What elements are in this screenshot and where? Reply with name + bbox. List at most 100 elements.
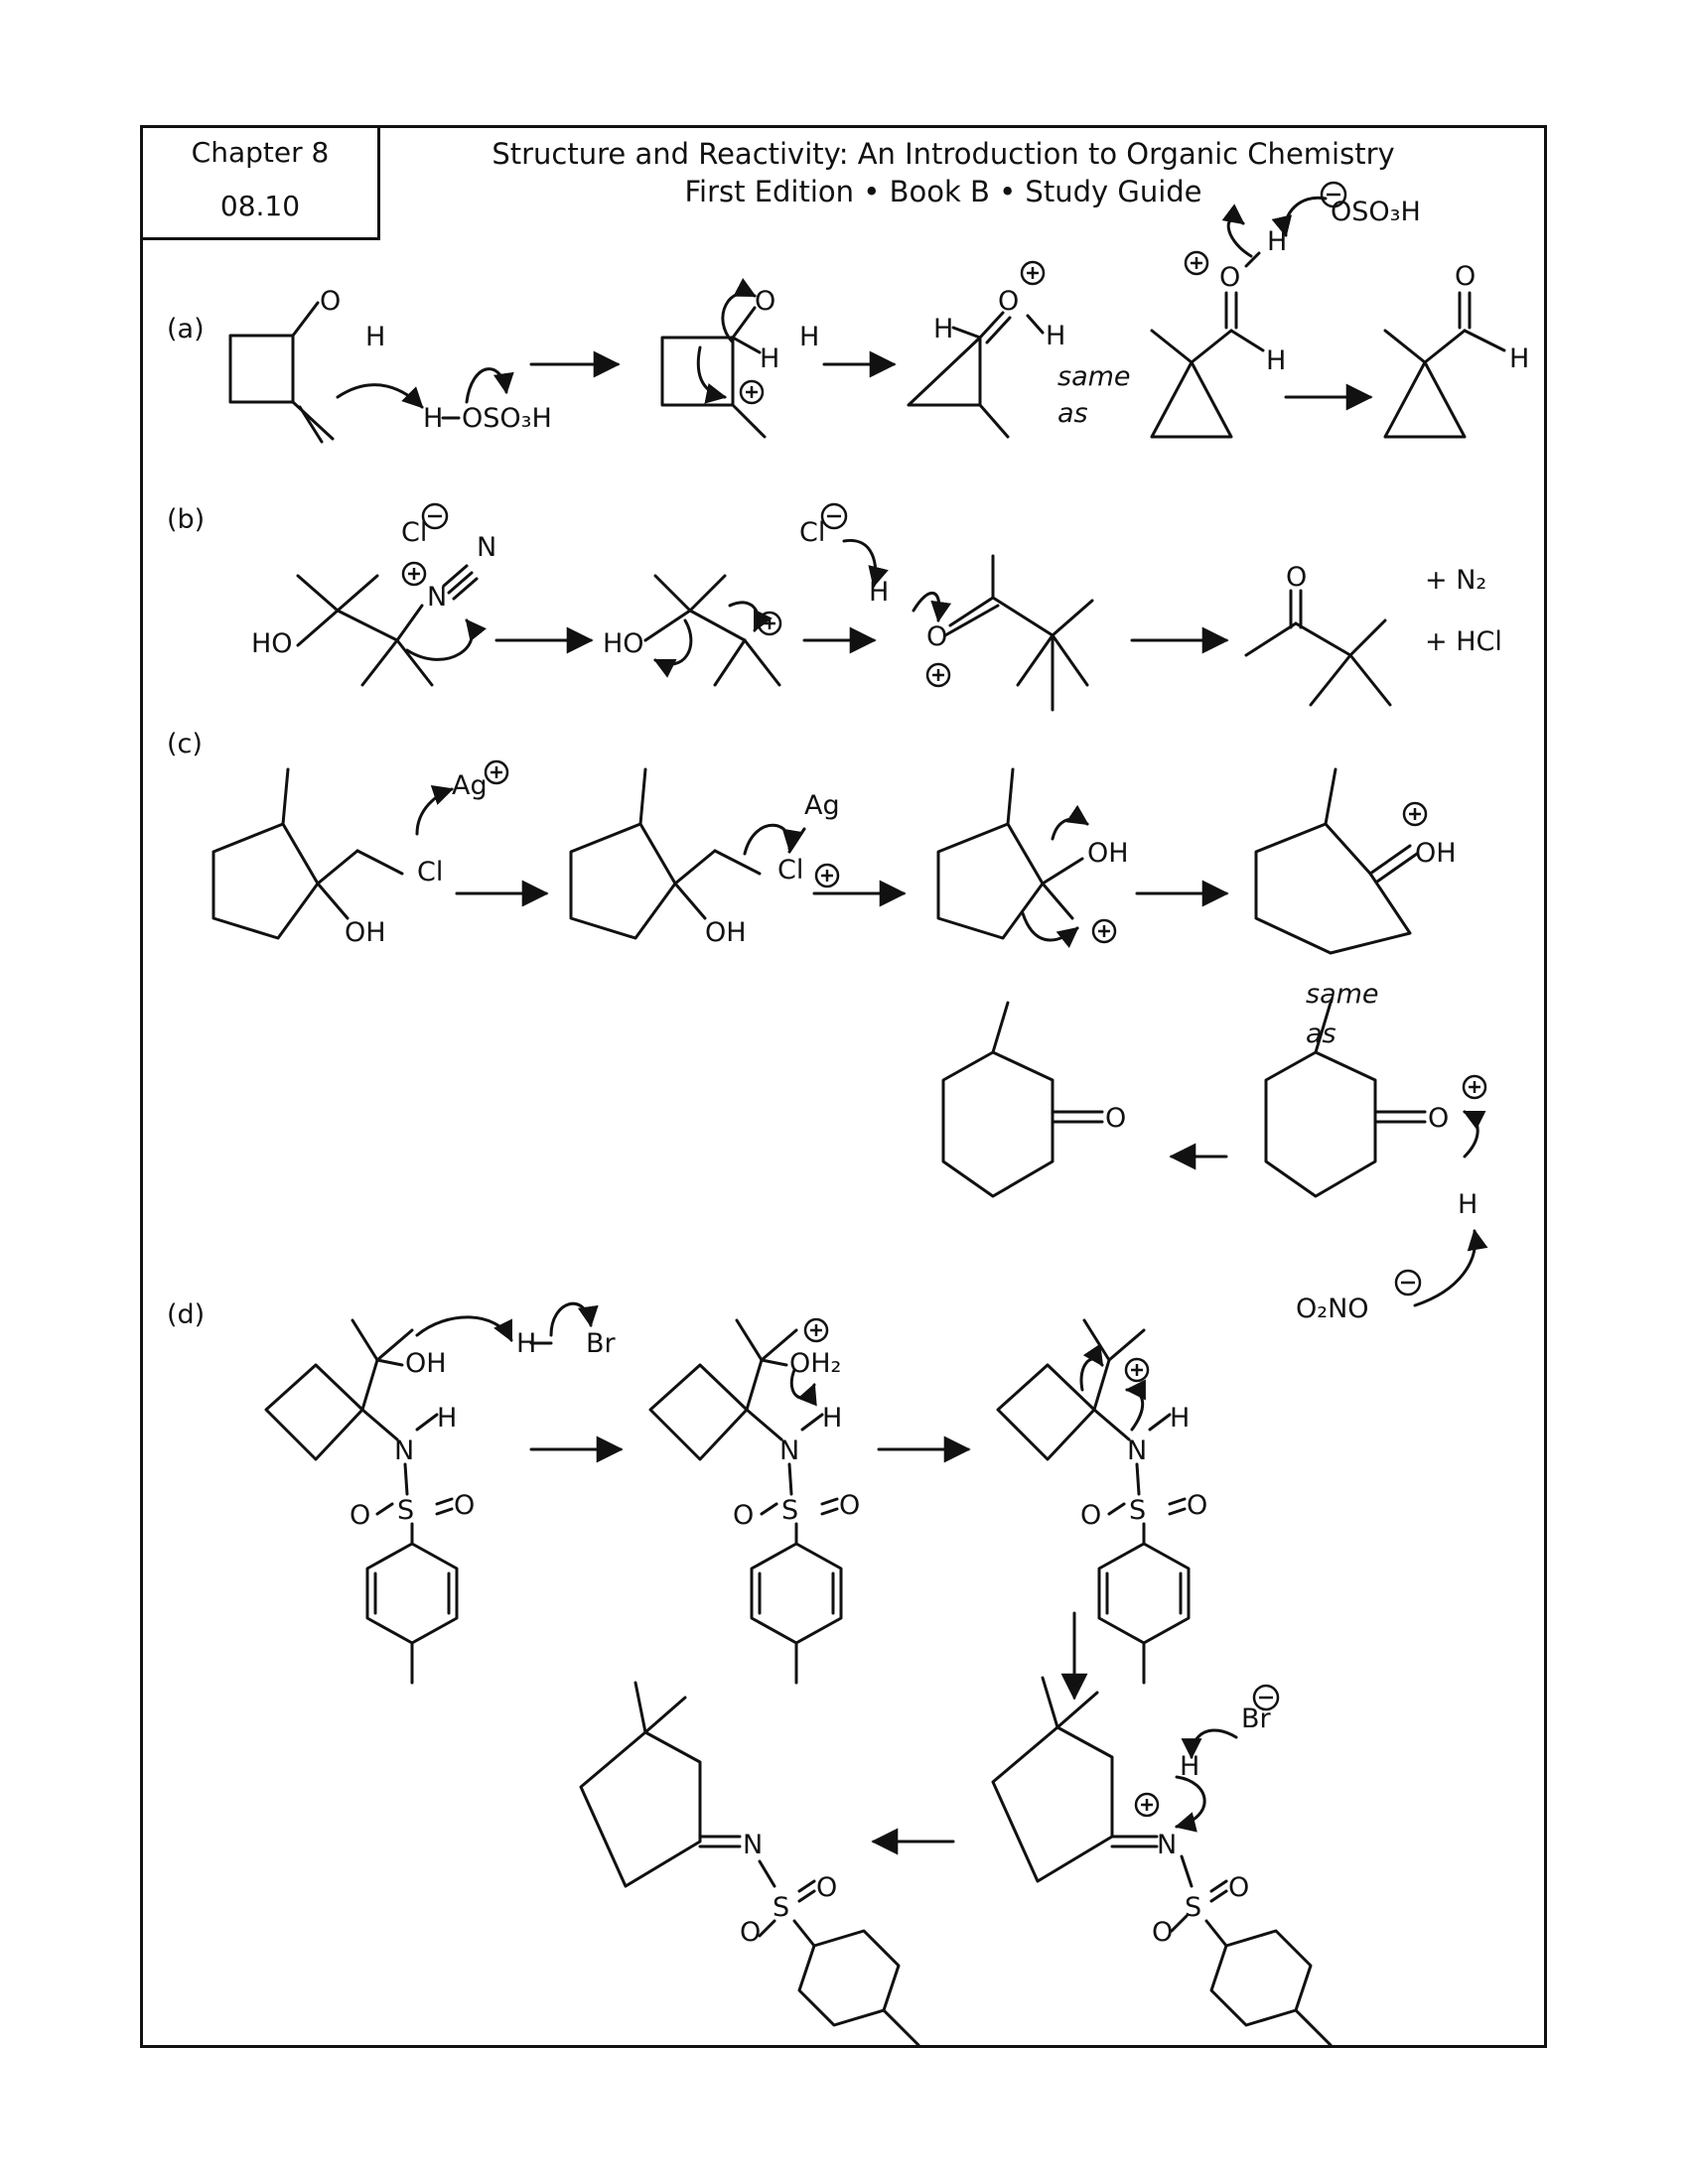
- book-subtitle: First Edition • Book B • Study Guide: [684, 175, 1202, 208]
- a3-O: O: [998, 286, 1019, 317]
- d2-OH2: OH₂: [789, 1348, 841, 1379]
- part-c-mechanism: [211, 767, 1488, 1307]
- b-HCl: + HCl: [1425, 626, 1502, 657]
- b2-arrow2: [728, 601, 773, 632]
- d3-O1: O: [1080, 1500, 1101, 1531]
- d5-N: N: [743, 1830, 763, 1860]
- a4-H: H: [1267, 226, 1287, 257]
- d5-O1: O: [740, 1917, 761, 1948]
- d2-S: S: [781, 1495, 798, 1526]
- c2-ring: [569, 822, 677, 940]
- book-title: Structure and Reactivity: An Introductio…: [492, 137, 1395, 171]
- b1-N: N: [427, 582, 447, 613]
- part-c-label: (c): [167, 729, 203, 759]
- d2-H-NH: H: [822, 1403, 842, 1433]
- part-b-label: (b): [167, 504, 205, 535]
- d3-tolyl: [1097, 1542, 1191, 1645]
- a5-ring: [1383, 360, 1467, 439]
- a5-H: H: [1509, 343, 1529, 374]
- d1-arrow: [415, 1315, 513, 1342]
- a1-arrow: [336, 383, 424, 409]
- a1-O: O: [320, 286, 341, 317]
- a4-arrow: [1221, 204, 1253, 258]
- d5-S: S: [773, 1892, 789, 1923]
- d3-arrow2: [1124, 1379, 1146, 1432]
- part-d-mechanism: [264, 1301, 1333, 2047]
- a3-ring: [907, 336, 982, 407]
- c2-Cl: Cl: [777, 855, 803, 886]
- minus-charge-icon: [1394, 1269, 1422, 1297]
- c3-OH: OH: [1087, 838, 1129, 869]
- b4-O: O: [1286, 562, 1307, 593]
- d1-S: S: [397, 1495, 414, 1526]
- c2-OH: OH: [705, 917, 747, 948]
- plus-charge-icon: [1124, 1357, 1150, 1383]
- plus-charge-icon: [1184, 250, 1209, 276]
- d3-ring: [996, 1363, 1096, 1461]
- d1-O2: O: [454, 1490, 475, 1521]
- c5-arrow2: [1413, 1228, 1488, 1307]
- c-as: as: [1306, 1019, 1336, 1049]
- a1-ring: [228, 334, 295, 404]
- d4-arrow2: [1174, 1775, 1206, 1833]
- a2-arrow: [721, 277, 757, 344]
- c6-O: O: [1105, 1103, 1126, 1134]
- d5-O2: O: [816, 1872, 837, 1903]
- d2-N: N: [779, 1435, 799, 1466]
- b2-arrow: [653, 618, 693, 678]
- c4-ring: [1254, 822, 1412, 955]
- d1-H: H: [516, 1328, 536, 1359]
- b3-arrow: [842, 539, 889, 589]
- b2-HO: HO: [603, 628, 644, 659]
- d5-ring: [579, 1730, 702, 1888]
- charge-symbols: [401, 181, 1487, 1818]
- d3-S: S: [1129, 1495, 1146, 1526]
- d4-arrow: [1181, 1728, 1238, 1760]
- d4-H: H: [1180, 1751, 1199, 1782]
- b3-H: H: [869, 577, 889, 608]
- d4-N: N: [1157, 1830, 1177, 1860]
- a1-arrow2: [465, 367, 514, 404]
- plus-charge-icon: [814, 863, 840, 888]
- b1-HO: HO: [251, 628, 293, 659]
- c3-arrow: [1051, 804, 1089, 841]
- plus-charge-icon: [1091, 918, 1117, 944]
- a-as-1: as: [1057, 398, 1088, 429]
- part-a-mechanism: [228, 196, 1506, 444]
- a1-H-acid: H: [423, 403, 443, 434]
- b3-arrow2: [912, 591, 952, 623]
- chapter-label: Chapter 8: [191, 136, 330, 169]
- a2-H: H: [799, 322, 819, 352]
- chapter-box: Chapter 8 08.10: [140, 125, 380, 240]
- c3-ring: [936, 822, 1045, 940]
- plus-charge-icon: [1020, 260, 1046, 286]
- a4-arrow2: [1271, 196, 1328, 238]
- plus-charge-icon: [1402, 801, 1428, 827]
- d2-ring: [648, 1363, 749, 1461]
- b3-O: O: [926, 621, 947, 652]
- b1-arrow: [405, 618, 487, 661]
- page-frame: [140, 125, 1547, 2048]
- c5-H: H: [1458, 1189, 1477, 1220]
- a5-O: O: [1455, 261, 1476, 292]
- a3-H2: H: [1046, 321, 1065, 351]
- plus-charge-icon: [757, 611, 782, 636]
- b-N2: + N₂: [1425, 565, 1486, 596]
- plus-charge-icon: [739, 379, 765, 405]
- d4-O2: O: [1228, 1872, 1249, 1903]
- a2-arrow2: [696, 345, 728, 404]
- d4-S: S: [1185, 1892, 1201, 1923]
- a2-O: O: [755, 286, 775, 317]
- d2-arrow: [789, 1368, 817, 1407]
- d1-O1: O: [350, 1500, 370, 1531]
- c2-arrow: [743, 823, 803, 856]
- d4-ring: [991, 1725, 1114, 1883]
- a4-ring: [1150, 360, 1233, 439]
- c2-Ag: Ag: [804, 790, 840, 821]
- d1-tolyl: [365, 1542, 459, 1645]
- c5-ring: [1264, 1050, 1377, 1198]
- d2-tolyl: [750, 1542, 843, 1645]
- d1-Br: Br: [586, 1328, 617, 1359]
- problem-number: 08.10: [219, 190, 301, 222]
